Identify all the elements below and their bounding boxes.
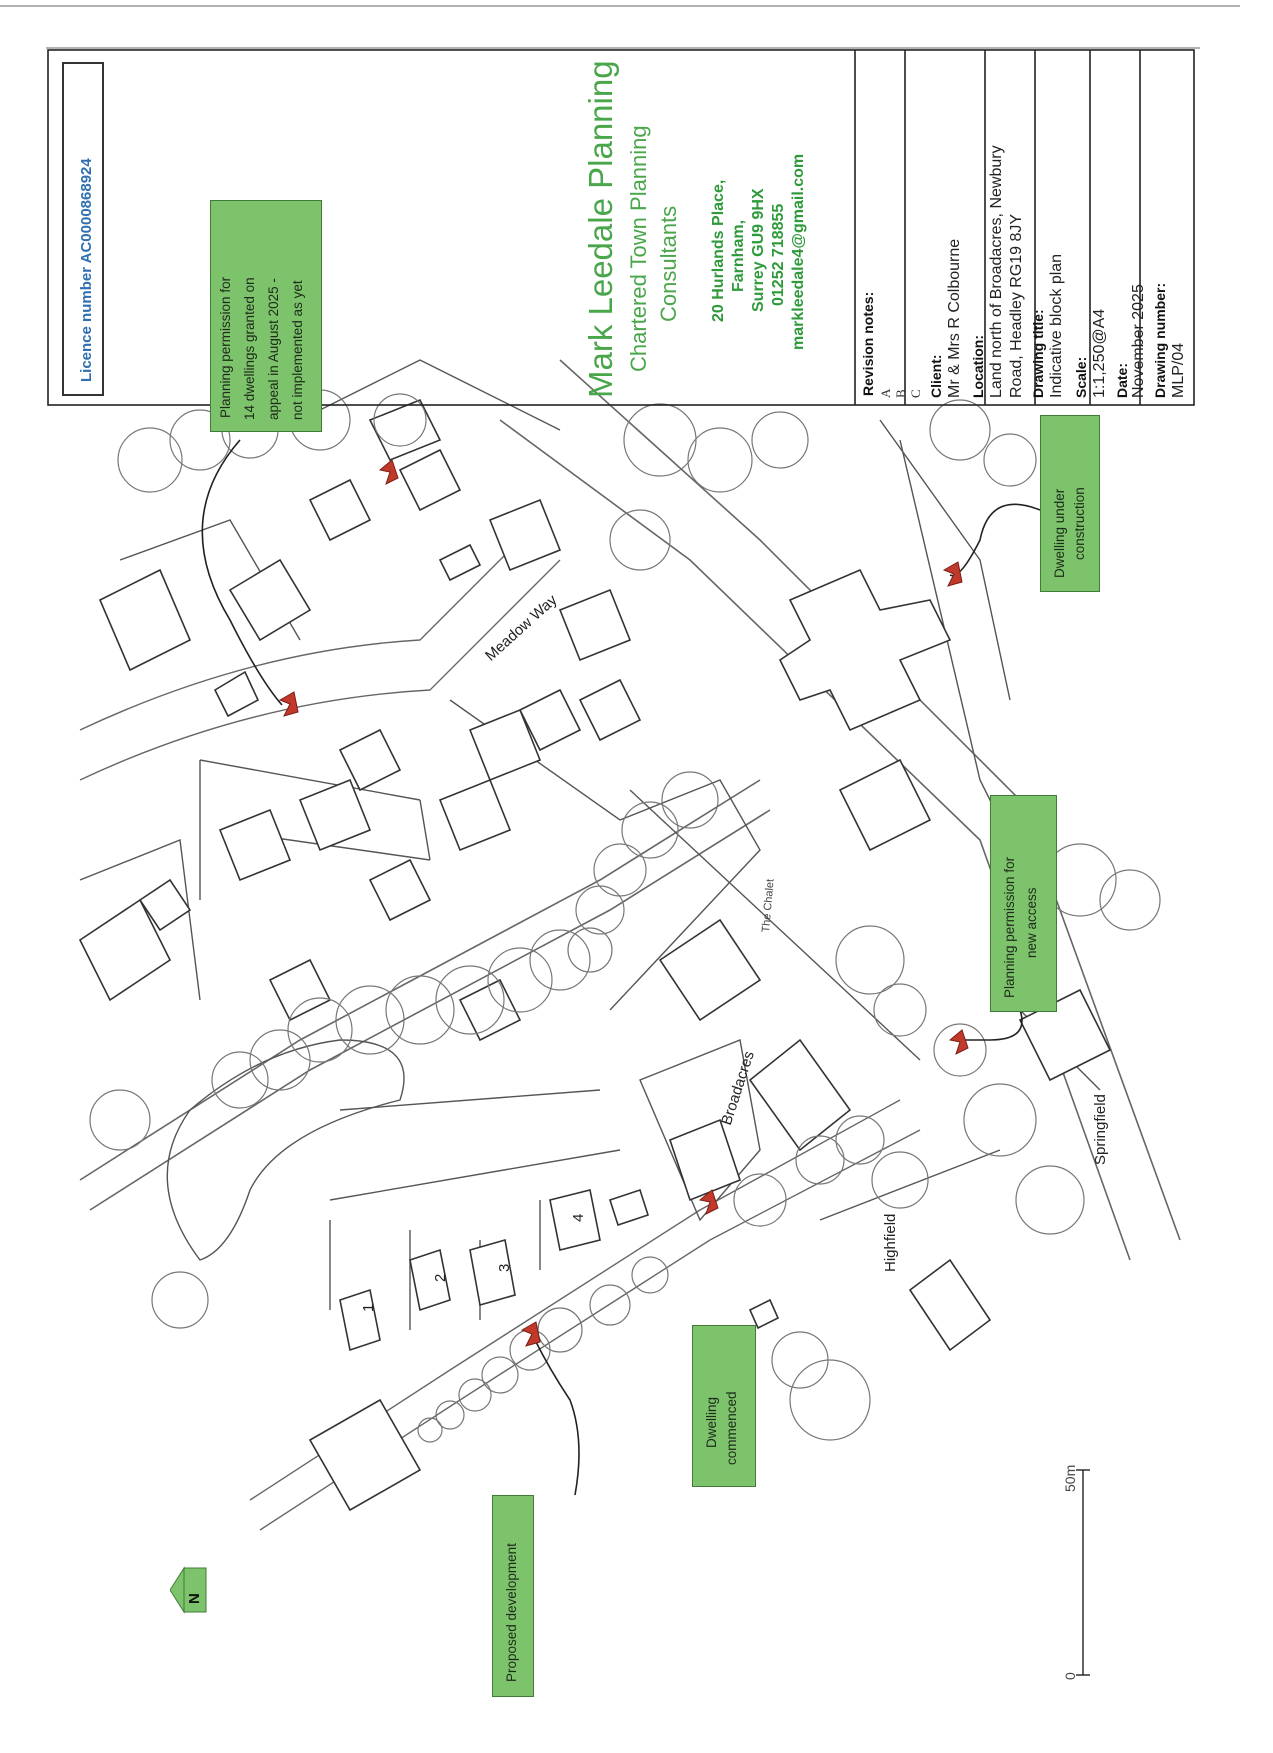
callout-line: Planning permission for	[218, 276, 233, 418]
location-line-2: Road, Headley RG19 8JY	[1008, 213, 1025, 398]
scale-bar-end: 50m	[1062, 1464, 1078, 1492]
callout-line: not implemented as yet	[290, 280, 305, 420]
date-value: November 2025	[1130, 284, 1147, 398]
licence-number: Licence number AC0000868924	[78, 158, 95, 382]
firm-address-line: Surrey GU9 9HX	[750, 188, 767, 312]
callout-line: Dwelling	[704, 1396, 719, 1448]
location-line-1: Land north of Broadacres, Newbury	[988, 145, 1005, 398]
label-highfield: Highfield	[882, 1213, 899, 1272]
revision-notes-label: Revision notes:	[860, 291, 876, 396]
licence-box	[62, 62, 104, 396]
revision-b: B	[893, 389, 908, 398]
callout-line: Dwelling under	[1052, 488, 1067, 578]
plot-number-4: 4	[570, 1213, 587, 1222]
callout-under-construction	[1040, 415, 1100, 592]
callout-line: 14 dwellings granted on	[242, 277, 257, 420]
scale-bar-start: 0	[1062, 1672, 1078, 1680]
plot-number-2: 2	[432, 1273, 449, 1282]
callout-proposed-development	[492, 1495, 534, 1697]
firm-email: markleedale4@gmail.com	[790, 153, 807, 350]
firm-address-line: Farnham,	[730, 219, 747, 292]
drawing-title-value: Indicative block plan	[1048, 253, 1065, 398]
firm-subtitle-1: Chartered Town Planning	[626, 125, 651, 372]
drawing-number-label: Drawing number:	[1152, 282, 1168, 398]
revision-a: A	[878, 388, 893, 398]
plot-number-3: 3	[496, 1263, 513, 1272]
firm-subtitle-2: Consultants	[656, 205, 681, 322]
firm-name: Mark Leedale Planning	[582, 60, 619, 398]
drawing-title-label: Drawing title:	[1030, 309, 1046, 398]
callout-line: new access	[1024, 887, 1039, 958]
callout-planning-14-dwellings	[210, 200, 322, 432]
callout-line: construction	[1072, 487, 1087, 560]
location-label: Location:	[970, 335, 986, 398]
callout-line: appeal in August 2025 -	[266, 278, 281, 420]
plot-number-1: 1	[360, 1303, 377, 1312]
callout-line: commenced	[724, 1391, 739, 1465]
label-springfield: Springfield	[1092, 1094, 1109, 1165]
firm-phone: 01252 718855	[770, 203, 787, 306]
scale-value: 1:1,250@A4	[1091, 308, 1108, 398]
scale-label: Scale:	[1073, 356, 1089, 398]
firm-address-line: 20 Hurlands Place,	[710, 179, 727, 322]
north-label: N	[186, 1593, 203, 1604]
north-arrow-icon	[170, 1566, 207, 1614]
callout-line: Proposed development	[504, 1543, 519, 1682]
callout-line: Planning permission for	[1002, 856, 1017, 998]
client-label: Client:	[928, 354, 944, 398]
callout-dwelling-commenced	[692, 1325, 756, 1487]
revision-c: C	[908, 389, 923, 398]
callout-new-access	[990, 795, 1057, 1012]
client-value: Mr & Mrs R Colbourne	[946, 238, 963, 398]
date-label: Date:	[1114, 362, 1130, 398]
drawing-number-value: MLP/04	[1170, 342, 1187, 398]
